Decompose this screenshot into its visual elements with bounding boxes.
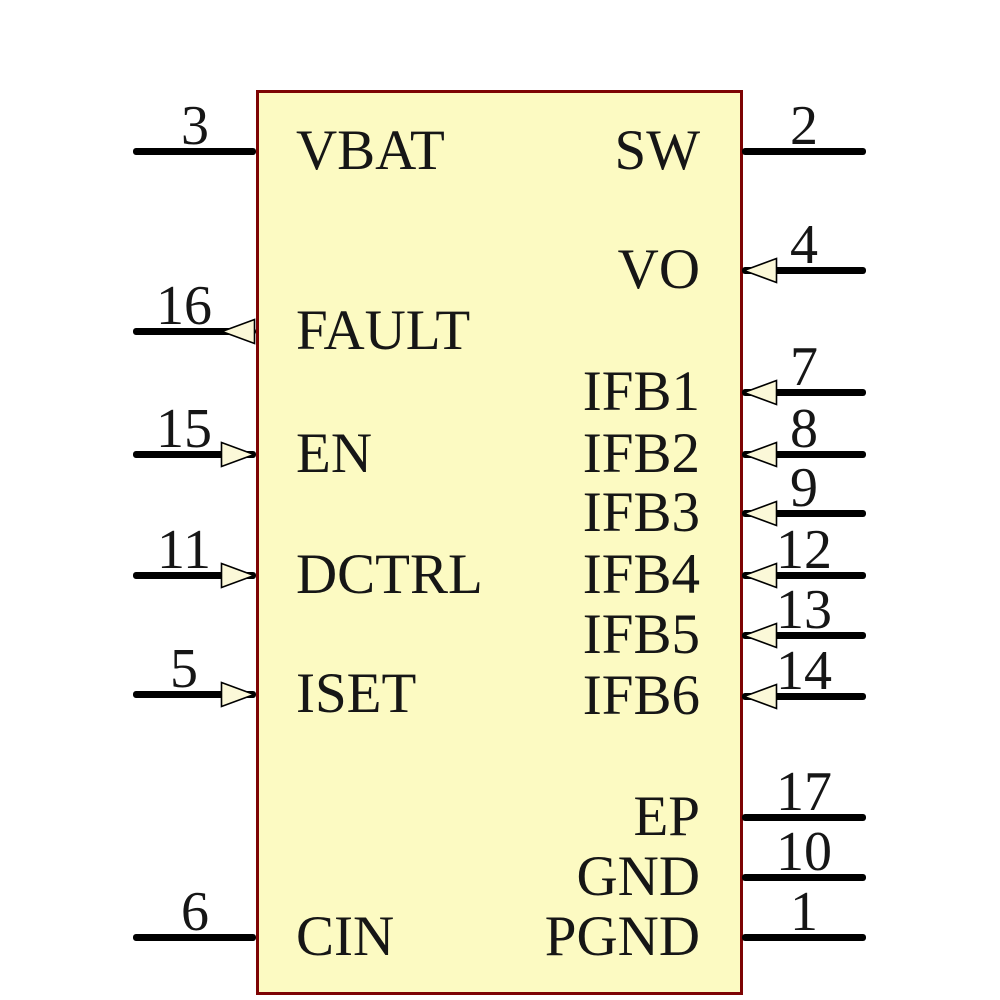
input-arrow-icon <box>742 562 778 589</box>
pin-label: IFB6 <box>582 664 700 727</box>
pin-line <box>742 934 866 941</box>
pin-label: GND <box>576 845 701 908</box>
pin-number: 14 <box>776 640 832 702</box>
pin-number: 1 <box>790 881 818 943</box>
pin-line <box>133 934 256 941</box>
pin-label: VO <box>617 238 700 301</box>
pin-line <box>133 148 256 155</box>
input-arrow-icon <box>220 562 256 589</box>
pin-number: 15 <box>156 398 212 460</box>
pin-label: VBAT <box>296 119 445 182</box>
pin-number: 17 <box>776 761 832 823</box>
pin-line <box>133 451 256 458</box>
pin-line <box>133 691 256 698</box>
pin-label: SW <box>614 119 701 182</box>
input-arrow-icon <box>742 441 778 468</box>
pin-number: 7 <box>790 336 818 398</box>
pin-number: 11 <box>157 519 211 581</box>
pin-number: 2 <box>790 95 818 157</box>
pin-label: IFB5 <box>582 603 700 666</box>
pin-label: PGND <box>544 905 700 968</box>
pin-label: CIN <box>296 905 395 968</box>
pin-number: 6 <box>181 881 209 943</box>
input-arrow-icon <box>742 683 778 710</box>
pin-number: 8 <box>790 398 818 460</box>
pin-number: 3 <box>181 95 209 157</box>
pin-line <box>133 328 256 335</box>
pin-line <box>742 510 866 517</box>
input-arrow-icon <box>742 379 778 406</box>
ic-symbol-body <box>256 90 743 995</box>
pin-line <box>742 389 866 396</box>
pin-label: EN <box>296 422 372 485</box>
pin-number: 12 <box>776 519 832 581</box>
input-arrow-icon <box>220 681 256 708</box>
pin-line <box>742 451 866 458</box>
pin-line <box>742 572 866 579</box>
pin-label: IFB3 <box>582 481 700 544</box>
pin-line <box>742 814 866 821</box>
input-arrow-icon <box>742 622 778 649</box>
pin-label: IFB1 <box>582 360 700 423</box>
pin-number: 9 <box>790 457 818 519</box>
pin-label: FAULT <box>296 299 471 362</box>
pin-line <box>742 148 866 155</box>
output-arrow-icon <box>220 318 256 345</box>
input-arrow-icon <box>742 257 778 284</box>
input-arrow-icon <box>742 500 778 527</box>
pin-number: 13 <box>776 579 832 641</box>
input-arrow-icon <box>220 441 256 468</box>
pin-line <box>742 632 866 639</box>
pin-number: 4 <box>790 214 818 276</box>
pin-label: EP <box>633 785 700 848</box>
pin-label: IFB2 <box>582 422 700 485</box>
pin-line <box>742 267 866 274</box>
pin-line <box>133 572 256 579</box>
pin-line <box>742 874 866 881</box>
pin-number: 10 <box>776 821 832 883</box>
pin-number: 16 <box>156 275 212 337</box>
pin-label: DCTRL <box>296 543 483 606</box>
pin-label: ISET <box>296 662 417 725</box>
pin-line <box>742 693 866 700</box>
pin-label: IFB4 <box>582 543 700 606</box>
pin-number: 5 <box>170 638 198 700</box>
